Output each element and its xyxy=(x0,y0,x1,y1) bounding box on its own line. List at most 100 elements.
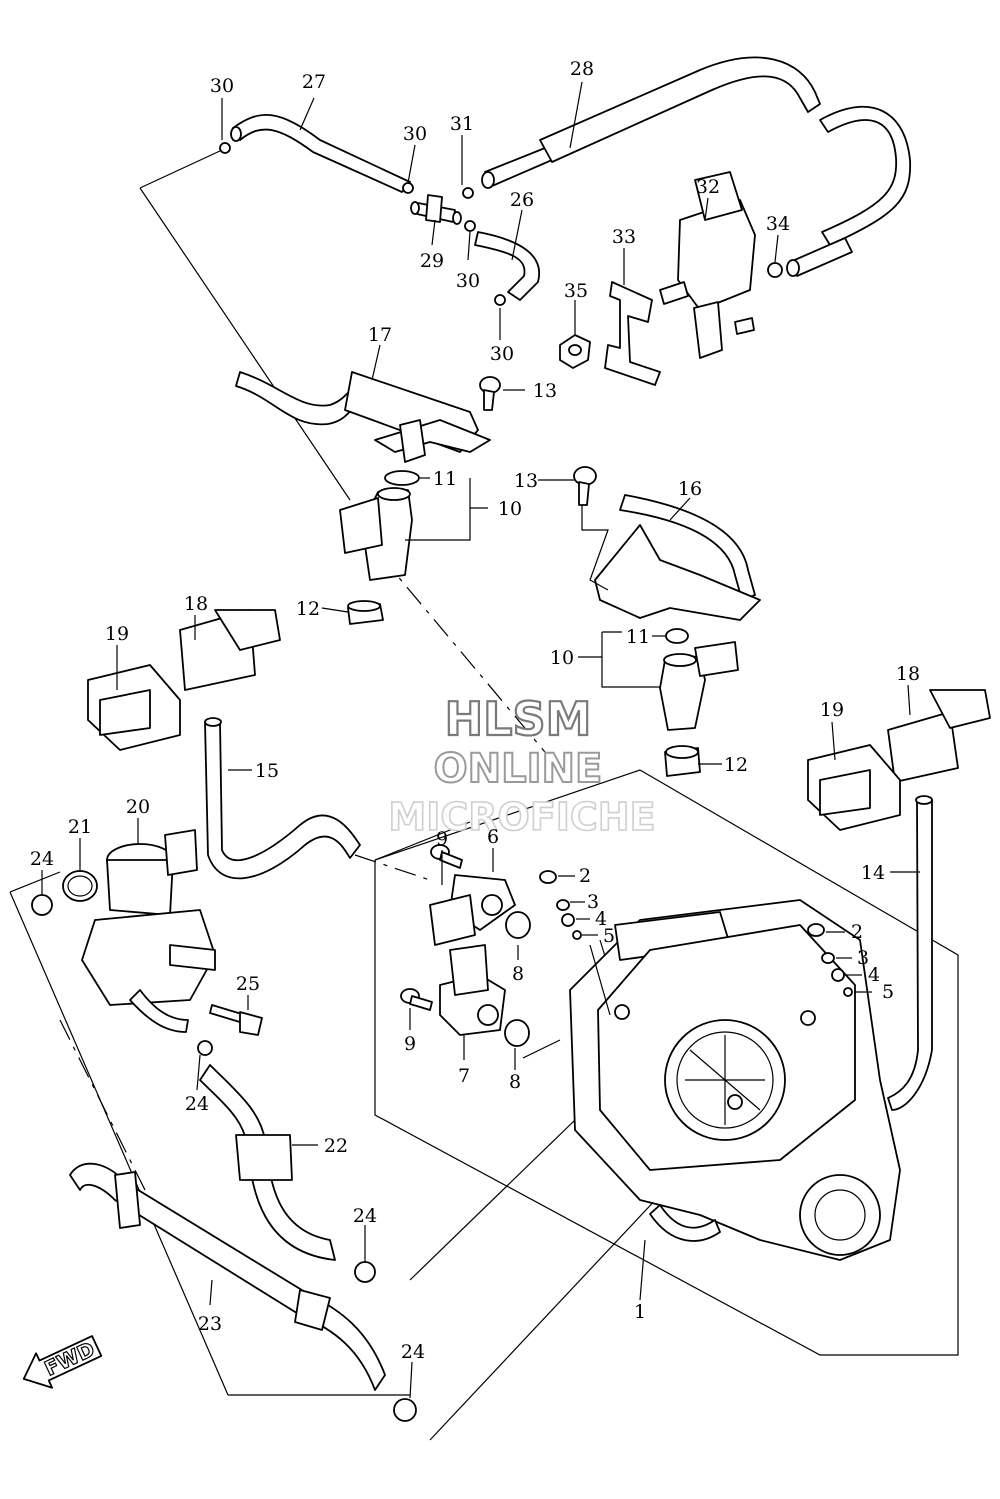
oring-8-a xyxy=(505,911,531,939)
nut-35 xyxy=(559,334,591,369)
callout-16: 16 xyxy=(678,478,702,500)
sensor-18-left xyxy=(179,609,281,691)
callout-2: 2 xyxy=(851,921,863,943)
callout-8: 8 xyxy=(509,1071,521,1093)
hose-28 xyxy=(481,56,911,277)
callout-20: 20 xyxy=(126,796,150,818)
leader-lines xyxy=(41,81,920,1399)
callout-22: 22 xyxy=(324,1135,348,1157)
hose-23 xyxy=(69,1162,386,1391)
callout-25: 25 xyxy=(236,973,260,995)
callout-4: 4 xyxy=(595,908,607,930)
fuel-rail-16 xyxy=(594,494,761,621)
callout-17: 17 xyxy=(368,324,392,346)
callout-13: 13 xyxy=(514,470,538,492)
callout-26: 26 xyxy=(510,189,534,211)
callout-24: 24 xyxy=(30,848,54,870)
callout-12: 12 xyxy=(296,598,320,620)
callout-21: 21 xyxy=(68,816,92,838)
watermark-line-1: HLSM xyxy=(445,692,592,746)
oring-8-b xyxy=(504,1019,530,1047)
screws-2-3-4-5 xyxy=(539,870,853,997)
callout-33: 33 xyxy=(612,226,636,248)
isc-valve-20 xyxy=(81,829,216,1033)
tee-29 xyxy=(410,194,462,225)
group-outline-lines xyxy=(9,149,959,1441)
callout-35: 35 xyxy=(564,280,588,302)
callout-9: 9 xyxy=(436,828,448,850)
callout-28: 28 xyxy=(570,58,594,80)
callout-5: 5 xyxy=(603,925,615,947)
fwd-label: FWD xyxy=(41,1337,99,1381)
callout-1: 1 xyxy=(634,1301,646,1323)
callout-27: 27 xyxy=(302,71,326,93)
callout-13: 13 xyxy=(533,380,557,402)
callout-10: 10 xyxy=(498,498,522,520)
clip-34 xyxy=(767,262,783,278)
callout-34: 34 xyxy=(766,213,790,235)
cover-19-left xyxy=(87,664,181,751)
clips-30-31 xyxy=(219,142,506,306)
throttle-body-1 xyxy=(569,899,901,1261)
oring-11-top xyxy=(384,470,420,486)
hose-22 xyxy=(199,1064,336,1261)
bolt-25 xyxy=(209,1004,263,1036)
injector-10-top xyxy=(339,487,413,581)
callout-4: 4 xyxy=(868,964,880,986)
callout-18: 18 xyxy=(184,593,208,615)
clip-24-a xyxy=(31,894,53,916)
hose-27 xyxy=(230,114,411,193)
callout-labels: 30 27 28 30 31 26 29 30 30 32 33 34 35 1… xyxy=(30,58,920,1363)
callout-24: 24 xyxy=(353,1205,377,1227)
callout-9: 9 xyxy=(404,1033,416,1055)
clip-24-b xyxy=(197,1040,213,1056)
sensor-18-right xyxy=(887,689,991,783)
callout-7: 7 xyxy=(458,1065,470,1087)
injector-10-right xyxy=(659,641,739,731)
callout-12: 12 xyxy=(724,754,748,776)
screw-13-mid xyxy=(573,466,597,506)
callout-11: 11 xyxy=(433,468,457,490)
callout-19: 19 xyxy=(820,699,844,721)
clip-24-d xyxy=(393,1398,417,1422)
hose-26 xyxy=(474,231,541,301)
sensor-7 xyxy=(439,944,506,1036)
callout-8: 8 xyxy=(512,963,524,985)
bracket-33 xyxy=(604,281,661,386)
callout-30: 30 xyxy=(403,123,427,145)
callout-23: 23 xyxy=(198,1313,222,1335)
watermark: HLSM ONLINE MICROFICHE xyxy=(388,691,657,840)
screw-13-top xyxy=(479,376,501,411)
callout-31: 31 xyxy=(450,113,474,135)
screw-9-b xyxy=(400,988,433,1011)
callout-14: 14 xyxy=(861,862,885,884)
callout-30: 30 xyxy=(210,75,234,97)
seal-12-top xyxy=(347,600,384,625)
oring-11-right xyxy=(665,628,689,644)
callout-2: 2 xyxy=(579,865,591,887)
watermark-line-2: ONLINE xyxy=(434,746,603,792)
callout-15: 15 xyxy=(255,760,279,782)
fwd-arrow: FWD xyxy=(22,1335,103,1389)
callout-29: 29 xyxy=(420,250,444,272)
callout-19: 19 xyxy=(105,623,129,645)
callout-3: 3 xyxy=(857,947,869,969)
fuel-rail-17 xyxy=(235,371,491,463)
callout-6: 6 xyxy=(487,826,499,848)
callout-32: 32 xyxy=(696,176,720,198)
hose-14 xyxy=(887,795,933,1111)
callout-11: 11 xyxy=(626,626,650,648)
callout-24: 24 xyxy=(185,1093,209,1115)
screw-9-a xyxy=(430,844,463,869)
oring-21 xyxy=(62,870,98,902)
callout-5: 5 xyxy=(882,981,894,1003)
callout-24: 24 xyxy=(401,1341,425,1363)
clip-24-c xyxy=(354,1261,376,1283)
callout-30: 30 xyxy=(490,343,514,365)
callout-3: 3 xyxy=(587,891,599,913)
callout-30: 30 xyxy=(456,270,480,292)
cover-19-right xyxy=(807,744,901,831)
hose-15 xyxy=(204,717,361,880)
